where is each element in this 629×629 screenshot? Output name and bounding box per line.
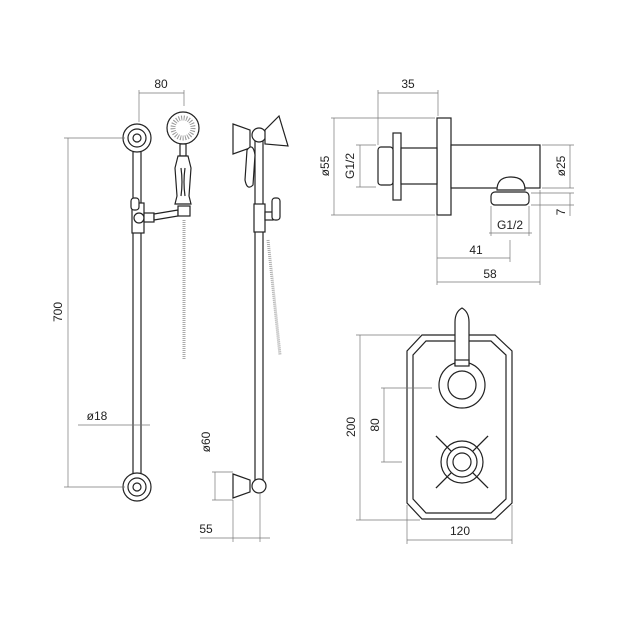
dimension-label: 35 [401, 77, 415, 91]
dimension-200: 200 [344, 334, 420, 521]
dimension-label: G1/2 [497, 218, 523, 232]
dimension-outlet-thread: G1/2 [489, 206, 532, 236]
dimension-label: ø55 [318, 155, 332, 176]
dimension-120: 120 [406, 505, 513, 544]
dimension-55-bracket: 55 [199, 494, 270, 542]
dimension-label: 700 [51, 302, 65, 322]
dimension-label: G1/2 [343, 153, 357, 179]
dimension-label: 80 [368, 418, 382, 432]
dimension-58: 58 [437, 190, 541, 285]
dimension-label: 7 [554, 208, 568, 215]
dimension-outlet-flange-diameter: ø55 [318, 117, 435, 216]
dimension-label: 120 [450, 524, 470, 538]
hand-shower [166, 111, 200, 360]
dimension-label: ø60 [199, 431, 213, 452]
dimension-label: ø18 [87, 409, 108, 423]
dimension-inlet-thread: G1/2 [343, 144, 376, 188]
thermostatic-valve-front-view [406, 307, 513, 520]
dimension-80-valve: 80 [368, 387, 432, 463]
dimension-bracket-diameter: ø60 [199, 431, 233, 501]
dimension-pipe-diameter: ø25 [542, 144, 574, 189]
dimension-label: 55 [199, 522, 213, 536]
dimension-80-handset: 80 [138, 77, 185, 122]
dimension-700: 700 [51, 137, 125, 488]
slide-rail-side-view [232, 114, 289, 499]
dimension-label: 200 [344, 417, 358, 437]
dimension-label: 58 [483, 267, 497, 281]
dimension-label: 41 [469, 243, 483, 257]
dimension-rail-diameter: ø18 [78, 409, 150, 426]
dimension-35-outlet: 35 [377, 77, 439, 145]
dimension-label: ø25 [554, 155, 568, 176]
slide-rail-front-view [122, 111, 200, 502]
dimension-label: 80 [154, 77, 168, 91]
dimension-7-drop: 7 [531, 192, 574, 216]
wall-outlet-side-view [377, 117, 541, 216]
dimension-41: 41 [436, 216, 511, 285]
